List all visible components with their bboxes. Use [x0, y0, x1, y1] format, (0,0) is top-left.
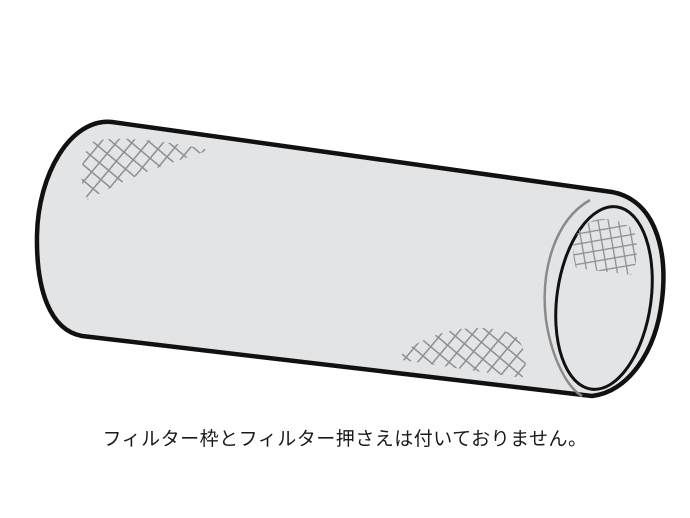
tube-opening: [554, 205, 654, 391]
tube-body: [34, 119, 666, 399]
filter-tube-illustration: [34, 119, 666, 399]
mesh-patch-lower: [402, 327, 526, 378]
caption-note: フィルター枠とフィルター押さえは付いておりません。: [102, 428, 588, 450]
mesh-patch-upper-left: [81, 138, 210, 200]
end-ring-line: [543, 198, 591, 398]
